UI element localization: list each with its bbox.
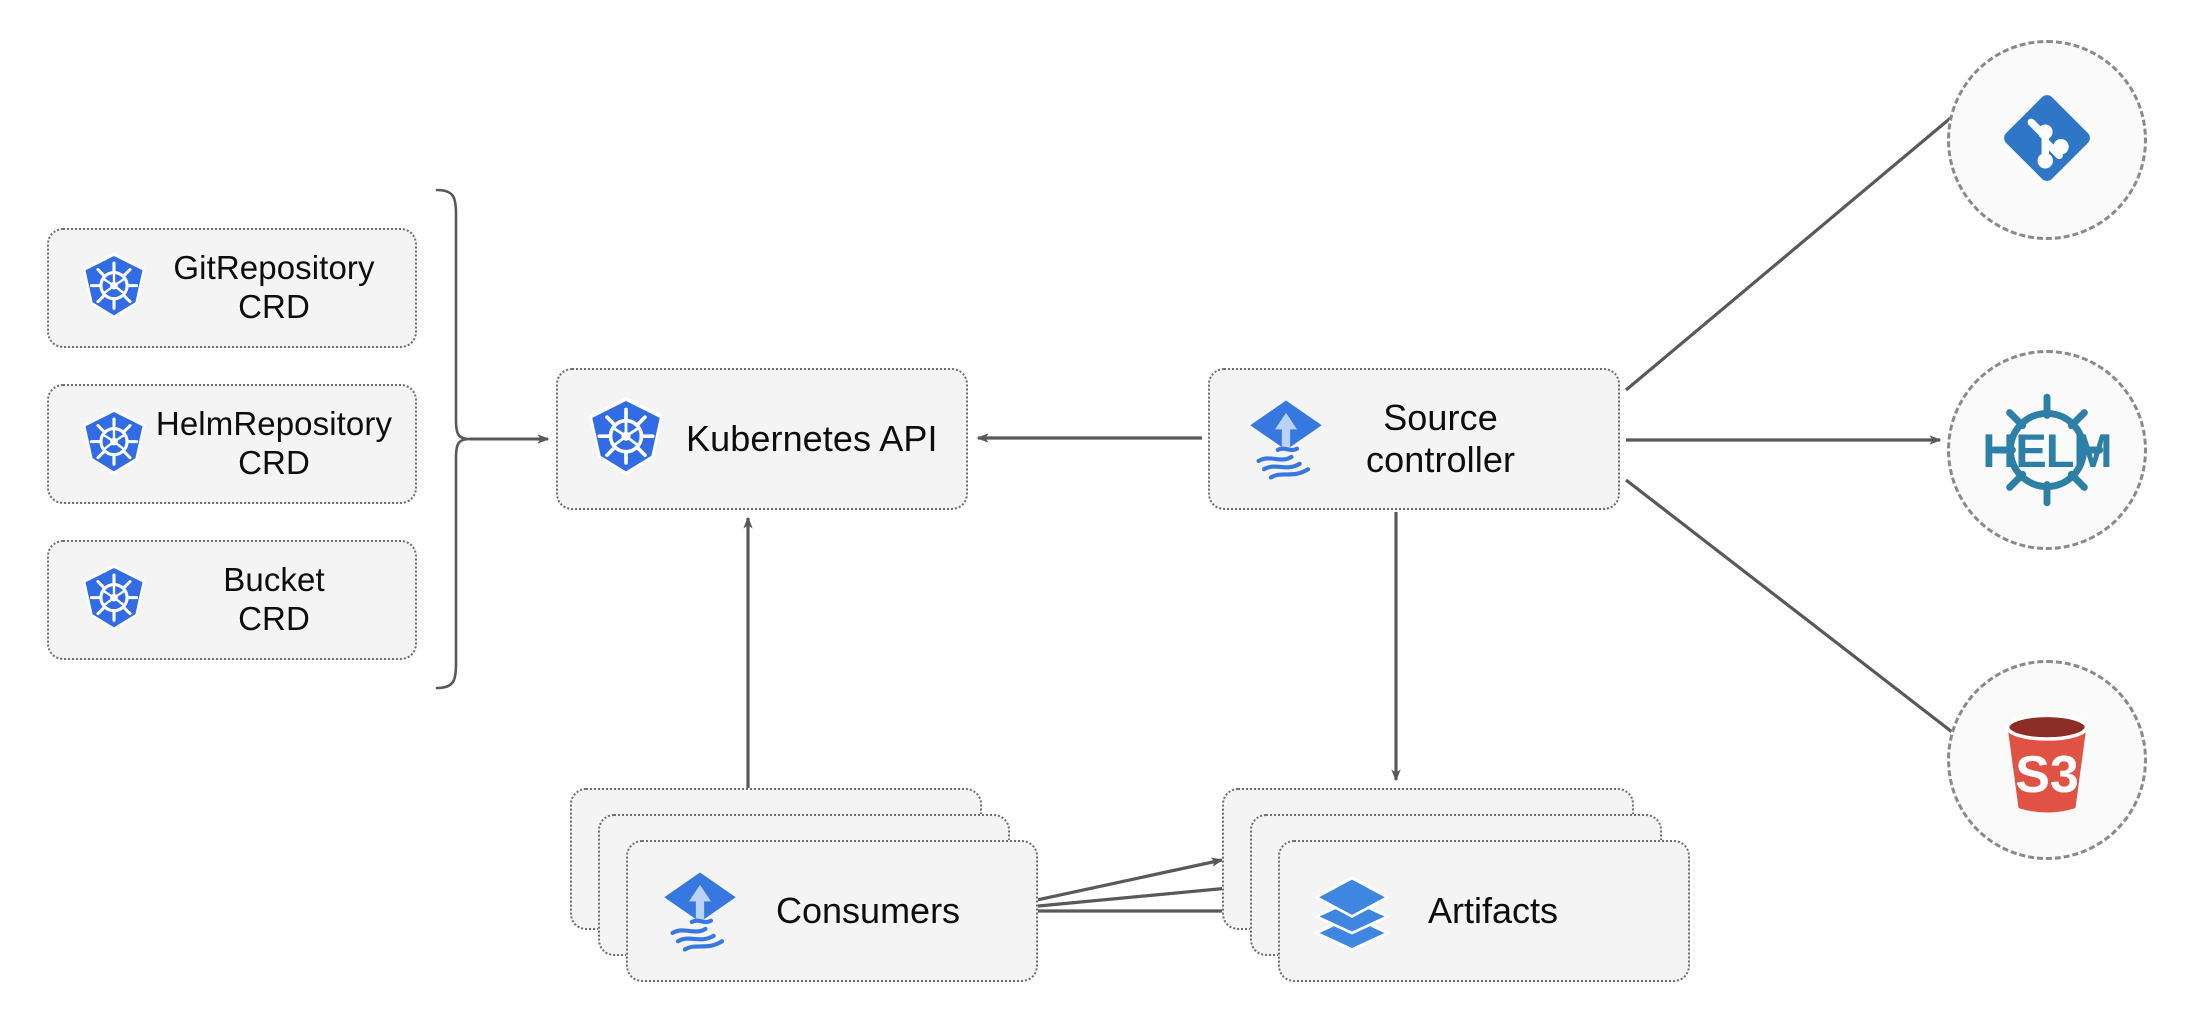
flux-icon	[1240, 395, 1332, 483]
s3-wordmark: S3	[2015, 746, 2079, 804]
kubernetes-icon	[580, 394, 672, 484]
s3-icon: S3	[1972, 685, 2122, 835]
node-kubernetes-api[interactable]: Kubernetes API	[556, 368, 968, 510]
kubernetes-icon	[75, 250, 153, 326]
node-label: Artifacts	[1428, 890, 1559, 931]
node-label: Source controller	[1366, 396, 1516, 480]
kubernetes-icon	[75, 562, 153, 638]
crd-label: Bucket CRD	[223, 561, 325, 637]
helm-wordmark: HELM	[1982, 423, 2112, 477]
git-icon	[1991, 82, 2103, 199]
layers-icon	[1306, 867, 1398, 955]
node-label: Consumers	[776, 890, 961, 931]
stack-layer-front[interactable]: Consumers	[626, 840, 1038, 982]
edge-source-controller-to-s3	[1625, 478, 1980, 754]
crd-card-gitrepository[interactable]: GitRepository CRD	[47, 228, 417, 348]
kubernetes-icon	[75, 406, 153, 482]
crd-card-helmrepository[interactable]: HelmRepository CRD	[47, 384, 417, 504]
stack-layer-front[interactable]: Artifacts	[1278, 840, 1690, 982]
crd-label: HelmRepository CRD	[155, 405, 393, 481]
node-source-controller[interactable]: Source controller	[1208, 368, 1620, 510]
edge-source-controller-to-git	[1624, 93, 1980, 392]
node-label: Kubernetes API	[686, 417, 938, 459]
crd-label: GitRepository CRD	[173, 249, 375, 325]
helm-icon: HELM	[1972, 375, 2122, 525]
external-source-helm[interactable]: HELM	[1947, 350, 2147, 550]
crd-group-bracket	[435, 188, 471, 690]
flux-icon	[654, 867, 746, 955]
external-source-git[interactable]	[1947, 40, 2147, 240]
external-source-s3[interactable]: S3	[1947, 660, 2147, 860]
crd-card-bucket[interactable]: Bucket CRD	[47, 540, 417, 660]
